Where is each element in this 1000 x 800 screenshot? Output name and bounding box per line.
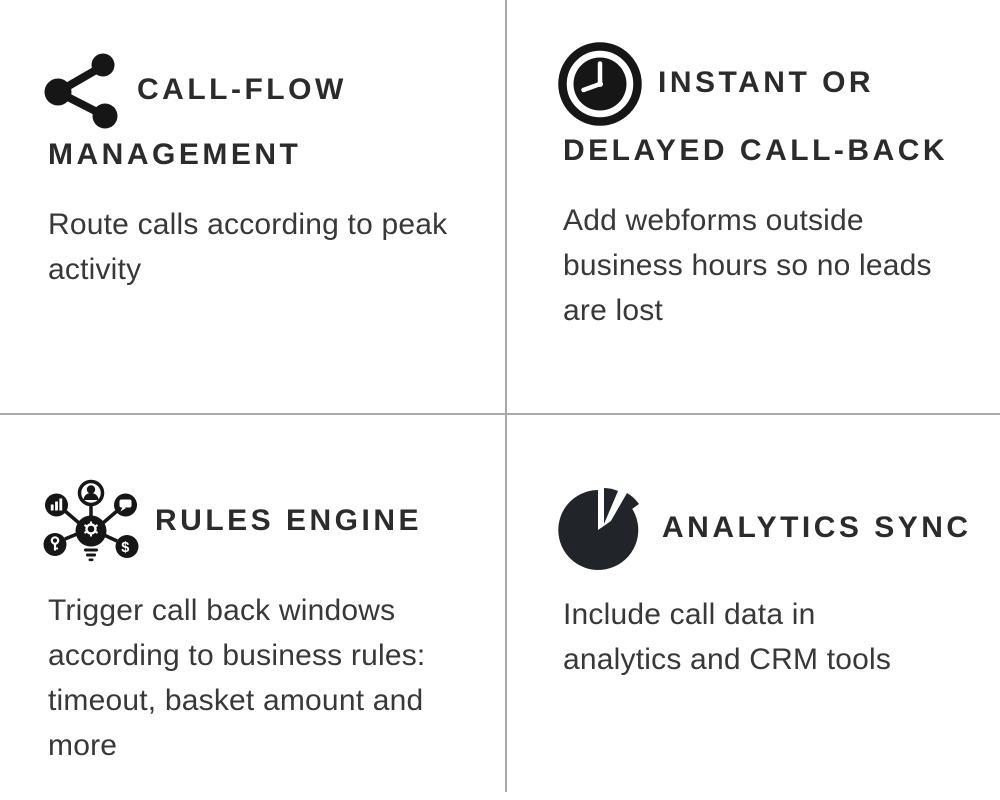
feature-title: $ RULES ENGINE <box>43 478 488 566</box>
feature-title-text: ANALYTICS SYNC <box>662 510 972 544</box>
feature-title: ANALYTICS SYNC <box>558 488 993 570</box>
horizontal-divider <box>0 413 1000 415</box>
svg-text:$: $ <box>121 540 133 556</box>
pie-chart-icon <box>558 488 646 570</box>
rules-engine-icon: $ <box>43 478 139 566</box>
clock-icon <box>558 42 642 126</box>
feature-title-text: RULES ENGINE <box>155 503 423 537</box>
feature-card-rules-engine: $ RULES ENGINE Trigger call <box>43 478 488 768</box>
vertical-divider <box>505 0 507 792</box>
share-icon <box>43 52 121 130</box>
